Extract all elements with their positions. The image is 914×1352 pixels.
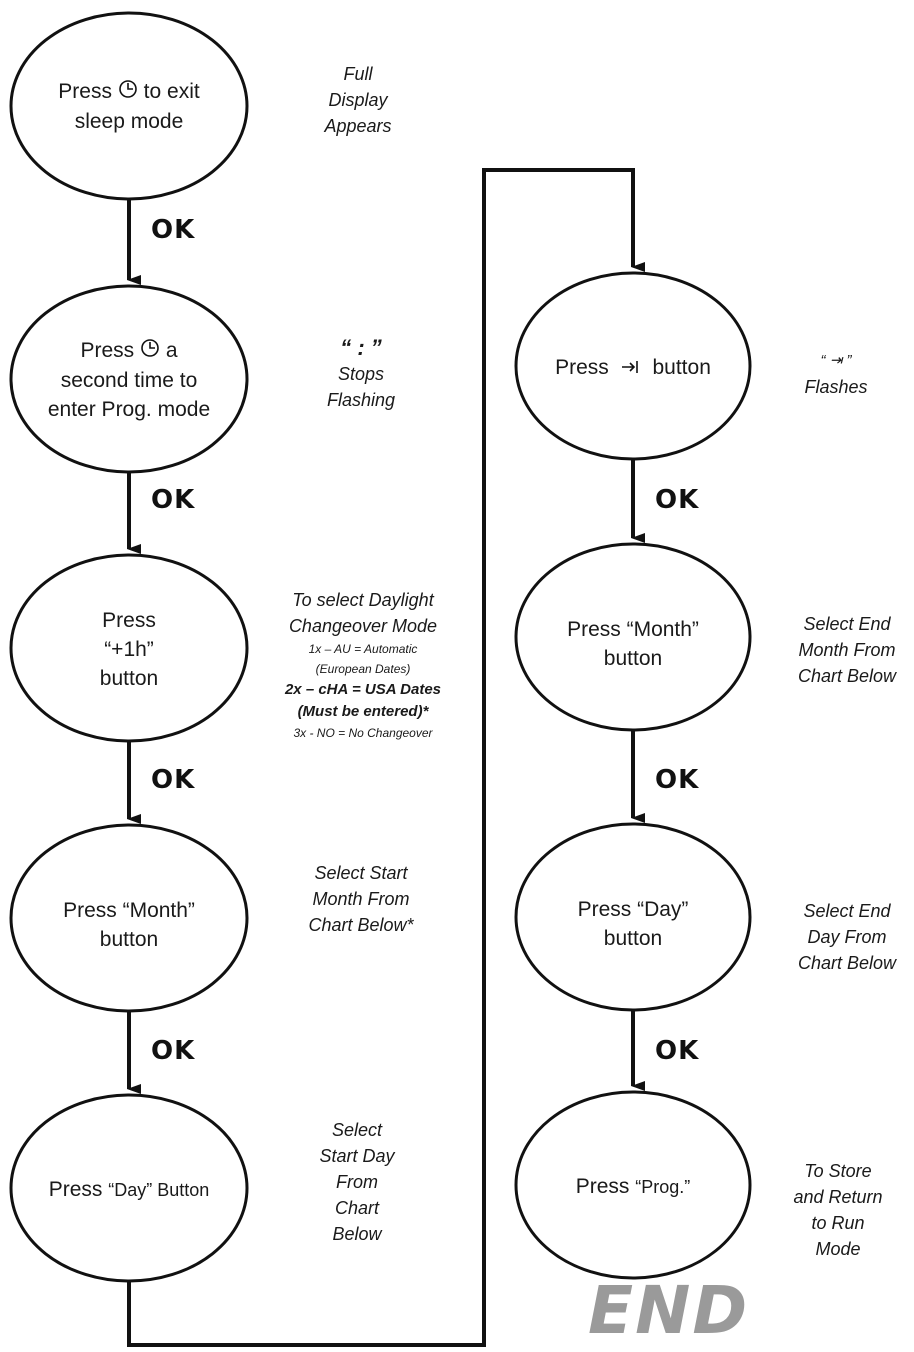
note-start-month: Select Start Month From Chart Below*: [308, 863, 414, 935]
ok-label: OK: [151, 485, 196, 515]
ok-label: OK: [655, 1036, 700, 1066]
note-start-day: Select Start Day From Chart Below: [319, 1120, 395, 1244]
step-store-text: Press “Prog.”: [575, 1175, 691, 1198]
step-exit-sleep-text: Press to exit sleep mode: [20, 77, 238, 136]
ok-label: OK: [655, 485, 700, 515]
ok-label: OK: [151, 765, 196, 795]
note-tab-flashes: “ ⇥ ” Flashes: [804, 352, 868, 397]
note-full-display: Full Display Appears: [324, 64, 392, 136]
step-prog-mode-text: Press a second time to enter Prog. mode: [20, 336, 238, 424]
connector-line: [127, 168, 645, 1347]
clock-icon: [118, 78, 138, 107]
tab-arrow-icon: [621, 354, 641, 383]
note-end-month: Select End Month From Chart Below: [797, 614, 897, 686]
step-end-day-text: Press “Day” button: [577, 898, 689, 950]
clock-icon: [140, 337, 160, 366]
note-daylight-mode: To select Daylight Changeover Mode 1x – …: [284, 590, 442, 740]
step-plus1h-text: Press “+1h” button: [99, 609, 159, 690]
note-stops-flashing: “ : ” Stops Flashing: [326, 335, 396, 410]
ok-label: OK: [151, 215, 196, 245]
ok-label: OK: [655, 765, 700, 795]
step-end-month-text: Press “Month” button: [567, 618, 699, 670]
note-end-day: Select End Day From Chart Below: [797, 901, 897, 973]
step-tab-button-text: Press button: [524, 353, 742, 383]
step-start-month-text: Press “Month” button: [63, 899, 195, 951]
step-ellipse-store: [514, 1090, 752, 1280]
ok-label: OK: [151, 1036, 196, 1066]
end-label: END: [588, 1272, 750, 1349]
step-start-day-text: Press “Day” Button: [48, 1178, 210, 1201]
note-store-return: To Store and Return to Run Mode: [793, 1161, 883, 1259]
